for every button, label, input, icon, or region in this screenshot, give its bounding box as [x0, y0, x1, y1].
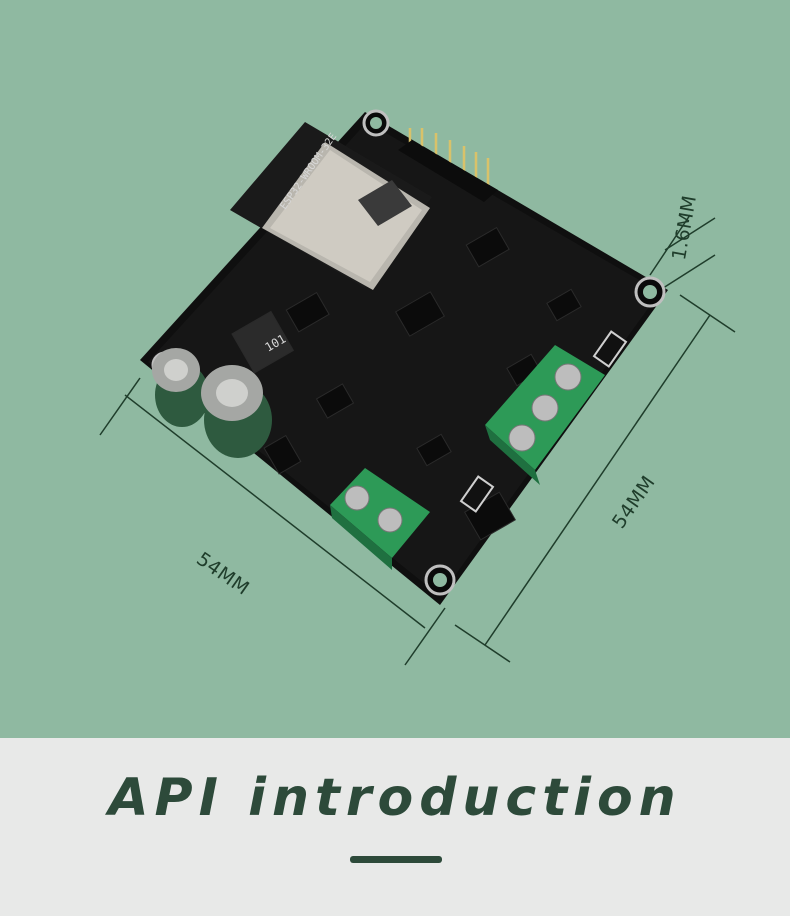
capacitors [152, 348, 272, 458]
product-photo: ESP32-WROOM-32E 101 [0, 0, 790, 738]
terminal-large [485, 345, 605, 485]
shunt-resistors [459, 330, 628, 513]
dimension-lines [99, 214, 736, 666]
pcb-illustration: ESP32-WROOM-32E 101 [99, 109, 736, 666]
footer-section [0, 738, 790, 916]
section-title: API introduction [108, 768, 682, 828]
terminal-small [330, 468, 430, 570]
esp32-module: ESP32-WROOM-32E [230, 122, 432, 290]
components [231, 226, 582, 541]
title-underline [350, 856, 442, 863]
